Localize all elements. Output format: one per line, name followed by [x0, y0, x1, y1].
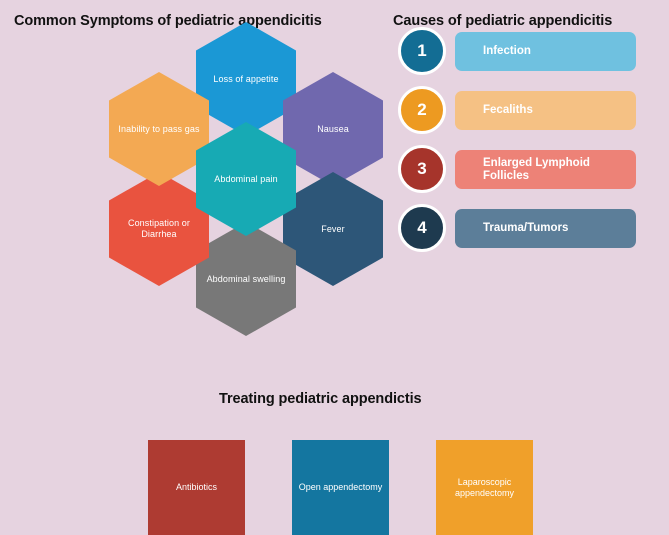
- cause-number: 4: [417, 218, 427, 237]
- treatment-laparoscopic-appendectomy[interactable]: Laparoscopic appendectomy: [436, 440, 533, 535]
- hexagon-loss-of-appetite[interactable]: Loss of appetite: [196, 22, 296, 136]
- cause-number-badge: 1: [398, 27, 446, 75]
- causes-section-title: Causes of pediatric appendicitis: [393, 12, 613, 29]
- cause-number: 2: [417, 100, 427, 119]
- hexagon-abdominal-swelling[interactable]: Abdominal swelling: [196, 222, 296, 336]
- hexagon-label: Inability to pass gas: [118, 123, 200, 134]
- hexagon-label: Abdominal pain: [214, 173, 278, 184]
- hexagon-nausea[interactable]: Nausea: [283, 72, 383, 186]
- cause-fecaliths[interactable]: Fecaliths 2: [398, 86, 660, 134]
- hexagon-abdominal-pain[interactable]: Abdominal pain: [196, 122, 296, 236]
- treatment-label: Antibiotics: [175, 482, 218, 492]
- cause-bar: Infection: [455, 32, 636, 71]
- hexagon-label: Loss of appetite: [213, 73, 279, 84]
- cause-label: Fecaliths: [483, 104, 533, 116]
- hexagon-inability-to-pass-gas[interactable]: Inability to pass gas: [109, 72, 209, 186]
- treatment-options-row: Antibiotics Open appendectomy Laparoscopic…: [0, 440, 669, 535]
- cause-bar: Trauma/Tumors: [455, 209, 636, 248]
- hexagon-label: Constipation or Diarrhea: [127, 218, 191, 239]
- cause-number-badge: 4: [398, 204, 446, 252]
- cause-label: Enlarged Lymphoid Follicles: [483, 156, 590, 182]
- cause-number-badge: 3: [398, 145, 446, 193]
- cause-number: 1: [417, 41, 427, 60]
- cause-label: Infection: [483, 45, 531, 57]
- hexagon-label: Nausea: [317, 123, 349, 134]
- cause-bar: Fecaliths: [455, 91, 636, 130]
- hexagon-label: Fever: [321, 223, 345, 234]
- treatment-label: Laparoscopic appendectomy: [454, 476, 515, 498]
- cause-infection[interactable]: Infection 1: [398, 27, 660, 75]
- hexagon-constipation-or-diarrhea[interactable]: Constipation or Diarrhea: [109, 172, 209, 286]
- hexagon-fever[interactable]: Fever: [283, 172, 383, 286]
- cause-enlarged-lymphoid-follicles[interactable]: Enlarged Lymphoid Follicles 3: [398, 145, 660, 193]
- treatment-label: Open appendectomy: [298, 482, 383, 492]
- cause-number-badge: 2: [398, 86, 446, 134]
- treatment-antibiotics[interactable]: Antibiotics: [148, 440, 245, 535]
- cause-trauma-tumors[interactable]: Trauma/Tumors 4: [398, 204, 660, 252]
- hexagon-label: Abdominal swelling: [206, 273, 286, 284]
- cause-number: 3: [417, 159, 427, 178]
- treatment-section-title: Treating pediatric appendictis: [219, 390, 422, 407]
- treatment-open-appendectomy[interactable]: Open appendectomy: [292, 440, 389, 535]
- cause-label: Trauma/Tumors: [483, 222, 569, 234]
- cause-bar: Enlarged Lymphoid Follicles: [455, 150, 636, 189]
